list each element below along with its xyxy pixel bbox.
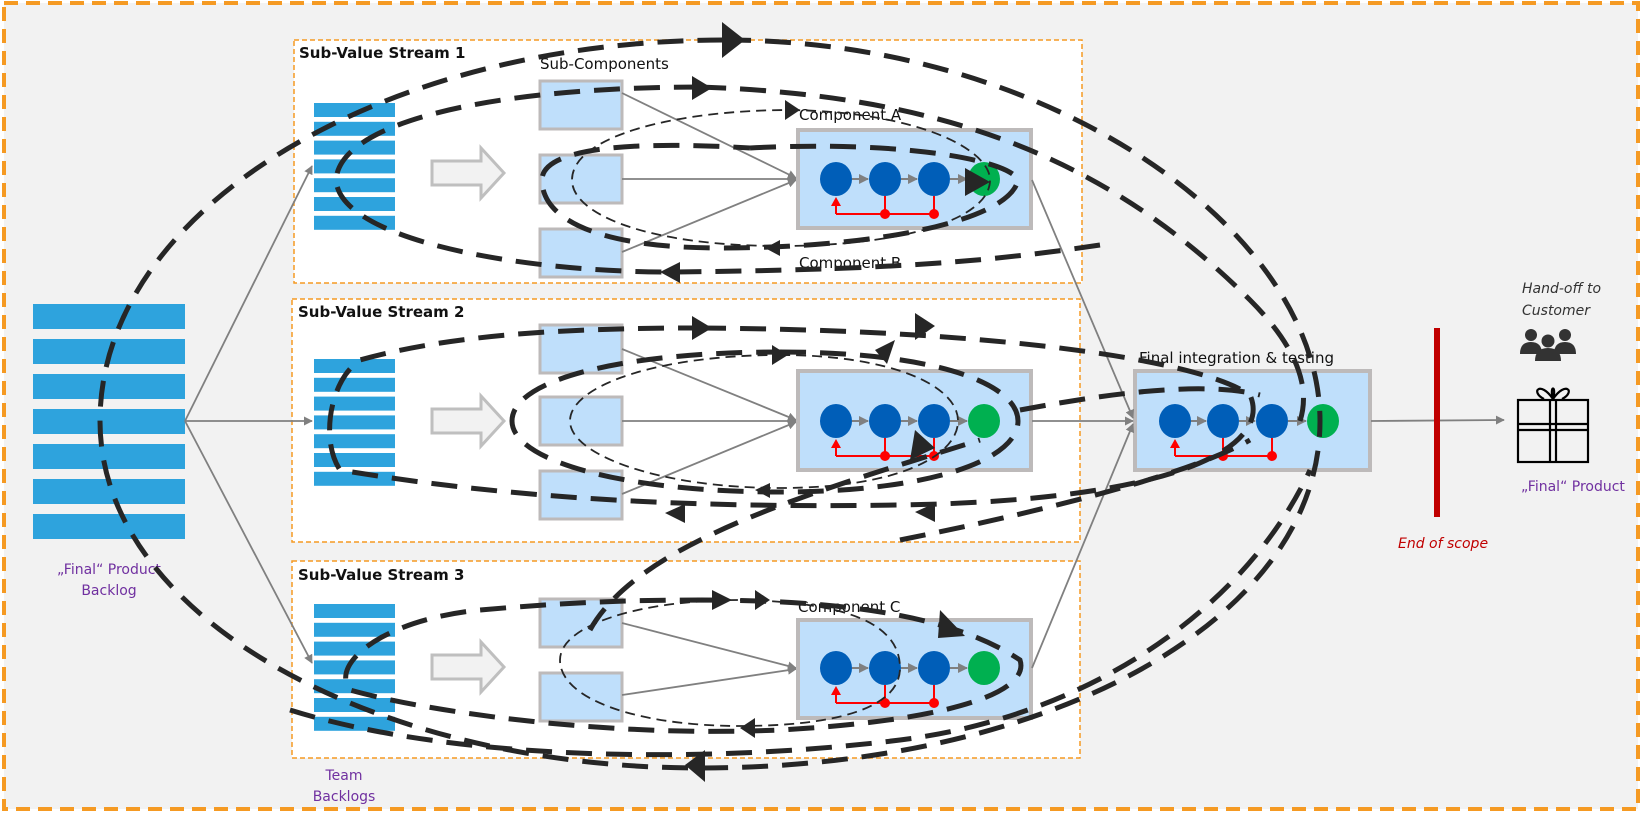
component-a-feedback-loop bbox=[539, 142, 1021, 251]
feedback-arrow-icon bbox=[831, 439, 841, 448]
backlog-item bbox=[314, 197, 395, 211]
sub-component bbox=[538, 323, 624, 375]
final-product-backlog bbox=[33, 304, 185, 539]
feedback-arrow-icon bbox=[1170, 439, 1180, 448]
component-c-inner-loop bbox=[559, 599, 901, 727]
backlog-item bbox=[33, 374, 185, 399]
feedback-arrow-icon bbox=[831, 686, 841, 695]
handoff-label-line1: Hand-off to bbox=[1522, 281, 1601, 297]
sub-components-label: Sub-Components bbox=[540, 55, 669, 73]
process-step-circle bbox=[1207, 404, 1239, 438]
backlog-item bbox=[33, 444, 185, 469]
flow-block-arrow-1 bbox=[430, 144, 507, 202]
done-step-circle bbox=[1307, 404, 1339, 438]
component-a-label: Component A bbox=[799, 106, 902, 124]
stream-3-outer-loop bbox=[289, 437, 1313, 758]
process-step-circle bbox=[820, 162, 852, 196]
process-step-circle bbox=[820, 404, 852, 438]
backlog-item bbox=[314, 604, 395, 618]
component-c-pipeline bbox=[796, 618, 1033, 720]
product-backlog-label-line1: „Final“ Product bbox=[57, 562, 161, 578]
connector-to-stream-1 bbox=[184, 165, 313, 422]
feedback-node bbox=[880, 451, 890, 461]
sub-components-stream-1 bbox=[538, 79, 624, 279]
process-step-circle bbox=[918, 162, 950, 196]
end-of-scope-bar bbox=[1434, 328, 1440, 517]
gift-box-icon bbox=[1516, 387, 1590, 464]
process-step-circle bbox=[869, 162, 901, 196]
done-step-circle bbox=[968, 404, 1000, 438]
process-step-circle bbox=[918, 651, 950, 685]
team-backlogs-label-line1: Team bbox=[324, 768, 362, 784]
backlog-item bbox=[33, 409, 185, 434]
feedback-node bbox=[880, 698, 890, 708]
done-step-circle bbox=[968, 651, 1000, 685]
backlog-item bbox=[314, 178, 395, 193]
backlog-item bbox=[314, 215, 395, 230]
outer-feedback-loop bbox=[97, 37, 1323, 771]
final-product-label: „Final“ Product bbox=[1521, 479, 1625, 495]
backlog-item bbox=[314, 396, 395, 411]
backlog-item bbox=[33, 304, 185, 329]
people-group-icon bbox=[1520, 329, 1576, 361]
process-step-circle bbox=[869, 651, 901, 685]
feedback-node bbox=[929, 209, 939, 219]
backlog-item bbox=[314, 140, 395, 155]
process-step-circle bbox=[1159, 404, 1191, 438]
team-backlog-3 bbox=[314, 604, 395, 731]
sub-components-stream-2 bbox=[538, 323, 624, 521]
connector-to-stream-3 bbox=[184, 420, 313, 664]
stream-3-title: Sub-Value Stream 3 bbox=[298, 566, 464, 584]
stream-3-feedback-loop bbox=[343, 597, 1024, 734]
backlog-item bbox=[314, 103, 395, 117]
process-step-circle bbox=[918, 404, 950, 438]
backlog-item bbox=[314, 453, 395, 467]
final-integration-label: Final integration & testing bbox=[1139, 349, 1334, 367]
handoff-label-line2: Customer bbox=[1522, 303, 1591, 319]
product-backlog-label-line2: Backlog bbox=[81, 583, 136, 599]
cross-stream-loop bbox=[899, 386, 1261, 543]
stream-2-feedback-loop bbox=[327, 325, 1256, 509]
stream-2-inner-loop bbox=[569, 354, 959, 489]
feedback-loops bbox=[97, 37, 1323, 771]
backlog-item bbox=[33, 514, 185, 539]
stream-1-title: Sub-Value Stream 1 bbox=[299, 44, 465, 62]
feedback-node bbox=[880, 209, 890, 219]
process-step-circle bbox=[869, 404, 901, 438]
backlog-item bbox=[314, 159, 395, 174]
team-backlog-1 bbox=[314, 103, 395, 230]
flow-block-arrow-3 bbox=[430, 638, 507, 696]
feedback-node bbox=[929, 698, 939, 708]
component-to-integration-connectors bbox=[1031, 179, 1135, 669]
loop-direction-arrowheads bbox=[660, 22, 990, 782]
feedback-arrow-icon bbox=[831, 197, 841, 206]
sub-component bbox=[538, 597, 624, 649]
team-backlogs-label-line2: Backlogs bbox=[313, 789, 376, 805]
stream-1-feedback-loop bbox=[333, 84, 1306, 422]
end-of-scope-label: End of scope bbox=[1398, 536, 1488, 552]
stream-2-title: Sub-Value Stream 2 bbox=[298, 303, 464, 321]
backlog-item bbox=[314, 359, 395, 373]
sub-components-stream-3 bbox=[538, 597, 624, 723]
backlog-item bbox=[314, 377, 395, 392]
backlog-item bbox=[314, 660, 395, 675]
backlog-item bbox=[314, 679, 395, 694]
team-backlog-2 bbox=[314, 359, 395, 486]
process-step-circle bbox=[1256, 404, 1288, 438]
process-step-circle bbox=[820, 651, 852, 685]
feedback-node bbox=[1267, 451, 1277, 461]
sub-component bbox=[538, 395, 624, 447]
backlog-item bbox=[314, 716, 395, 731]
backlog-item bbox=[314, 622, 395, 637]
backlog-item bbox=[314, 434, 395, 449]
stream-2-component-loop bbox=[509, 349, 1021, 495]
flow-block-arrow-2 bbox=[430, 392, 507, 450]
backlog-item bbox=[314, 415, 395, 430]
sub-component bbox=[538, 671, 624, 723]
backlog-item bbox=[314, 641, 395, 656]
